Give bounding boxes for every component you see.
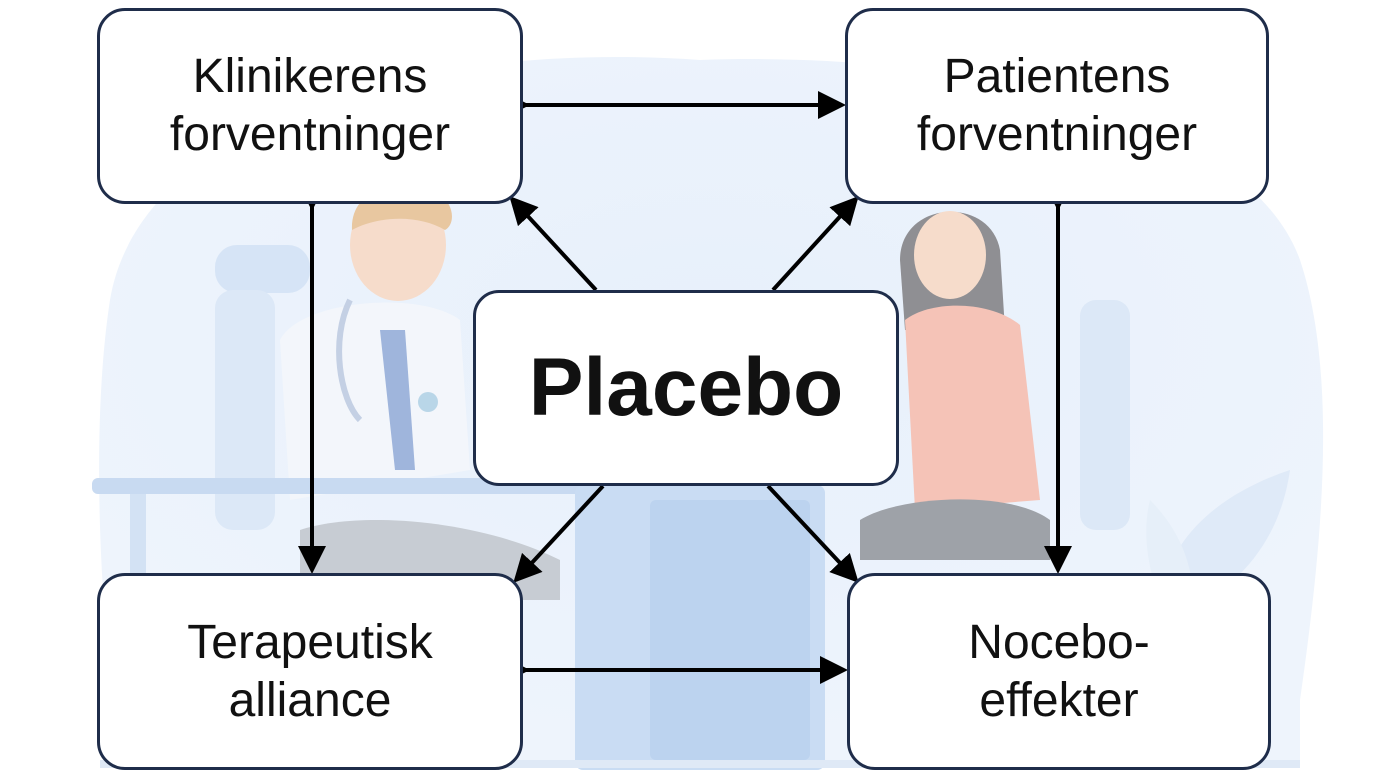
node-clinician-line1: Klinikerens <box>192 50 428 104</box>
node-patient-line2: forventninger <box>916 108 1198 161</box>
node-placebo-label: Placebo <box>528 341 844 433</box>
node-nocebo-line1: Nocebo- <box>968 615 1150 669</box>
node-patient-expectations: Patientens forventninger <box>845 8 1269 204</box>
node-clinician-expectations: Klinikerens forventninger <box>97 8 523 204</box>
node-nocebo-line2: effekter <box>979 673 1139 727</box>
arrow-placebo-nocebo <box>766 484 859 583</box>
arrow-placebo-patient <box>771 196 859 292</box>
node-alliance-line2: alliance <box>228 673 392 727</box>
arrow-placebo-alliance <box>513 484 605 583</box>
node-alliance-line1: Terapeutisk <box>187 615 433 669</box>
node-nocebo-effects: Nocebo- effekter <box>847 573 1271 770</box>
arrow-placebo-clinician <box>509 196 598 292</box>
node-patient-line1: Patientens <box>943 50 1171 104</box>
node-therapeutic-alliance: Terapeutisk alliance <box>97 573 523 770</box>
node-placebo: Placebo <box>473 290 899 486</box>
node-clinician-line2: forventninger <box>169 108 451 161</box>
